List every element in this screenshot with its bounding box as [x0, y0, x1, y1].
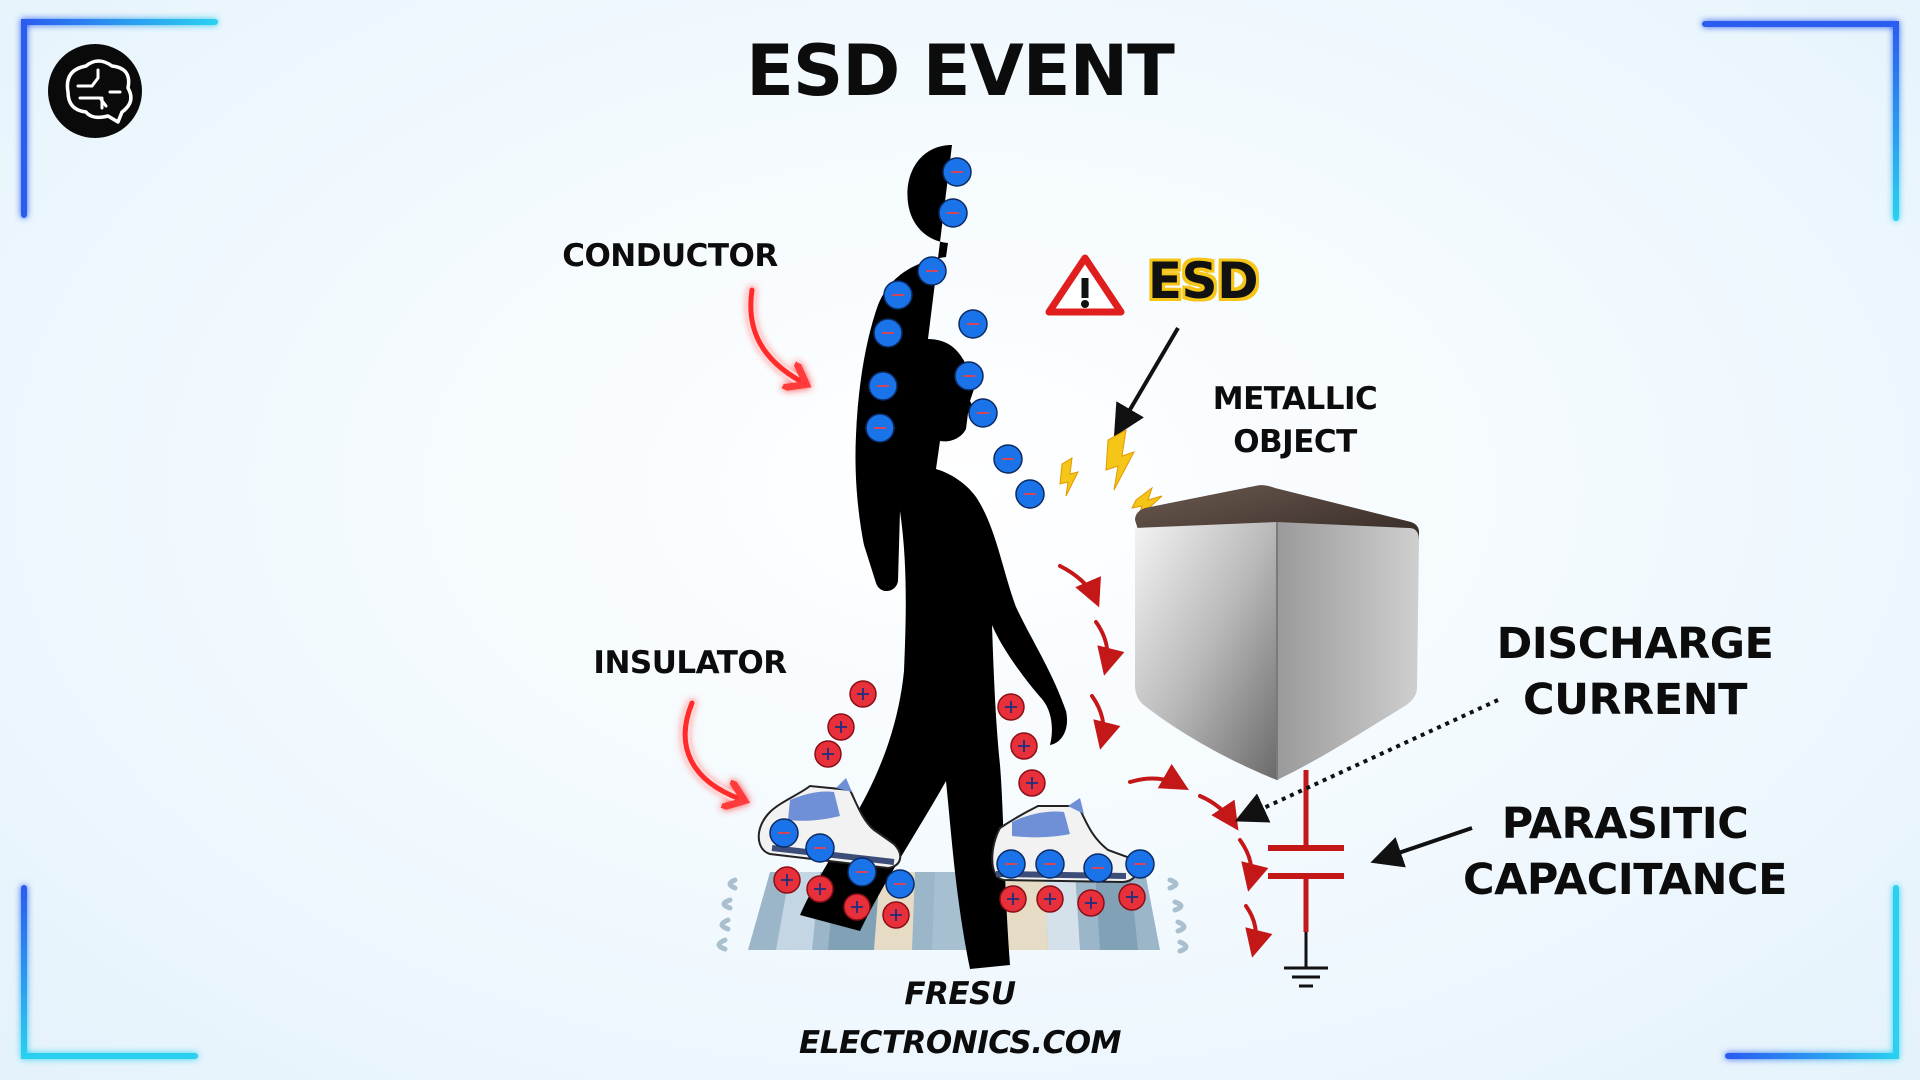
insulator-label: INSULATOR: [593, 645, 787, 681]
discharge-current-callout-arrow: [1234, 698, 1499, 823]
positive-charges: [773, 680, 1146, 929]
metallic-object-label-line1: METALLIC: [1212, 381, 1378, 417]
negative-charges: [769, 157, 1155, 899]
esd-label: ESD: [1147, 252, 1259, 310]
person-silhouette: [800, 145, 1068, 969]
metallic-object-label-line2: OBJECT: [1233, 424, 1357, 460]
parasitic-capacitance-label: PARASITIC CAPACITANCE: [1460, 796, 1790, 908]
conductor-label: CONDUCTOR: [562, 238, 778, 274]
metallic-object-cube: [1135, 485, 1419, 780]
frame-corners: [21, 19, 1899, 1059]
warning-triangle-icon: [1045, 254, 1125, 316]
insulator-pointer-arrow: [680, 698, 740, 799]
discharge-current-label: DISCHARGE CURRENT: [1480, 616, 1790, 728]
esd-callout-arrow: [1113, 326, 1180, 437]
brain-circuit-icon: [48, 44, 142, 138]
parasitic-capacitance-callout-arrow: [1370, 826, 1473, 868]
page-title: ESD EVENT: [746, 30, 1175, 112]
metallic-object-label: METALLIC OBJECT: [1180, 378, 1410, 464]
discharge-current-label-line2: CURRENT: [1523, 675, 1747, 725]
brand-line1: FRESU: [904, 976, 1016, 1012]
ground-symbol-icon: [1284, 966, 1328, 988]
lightning-icon: [1059, 429, 1163, 520]
sneaker-left: [757, 778, 902, 870]
brand-line2: ELECTRONICS.COM: [799, 1025, 1121, 1061]
discharge-current-label-line1: DISCHARGE: [1496, 619, 1774, 669]
discharge-current-arrows: [1058, 564, 1273, 958]
parasitic-capacitor: [1268, 770, 1344, 968]
parasitic-capacitance-label-line1: PARASITIC: [1501, 799, 1749, 849]
conductor-pointer-arrow: [745, 285, 802, 382]
brand-watermark: FRESU ELECTRONICS.COM: [760, 970, 1160, 1068]
parasitic-capacitance-label-line2: CAPACITANCE: [1463, 855, 1787, 905]
